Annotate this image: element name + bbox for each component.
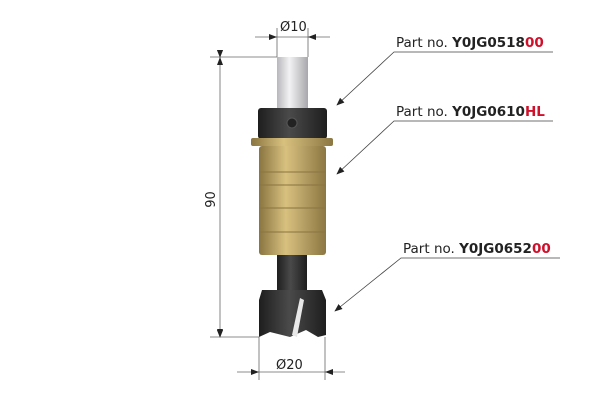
part-label-bit: Part no. Y0JG065200 [403, 241, 551, 257]
length-90-label: 90 [203, 191, 219, 208]
part-label-sleeve: Part no. Y0JG0610HL [396, 104, 545, 120]
part-prefix: Part no. [396, 35, 448, 51]
part-code: Y0JG0610 [452, 104, 525, 120]
part-label-collar: Part no. Y0JG051800 [396, 35, 544, 51]
part-suffix: 00 [531, 241, 551, 257]
brass-flange [251, 138, 333, 146]
part-prefix: Part no. [403, 241, 455, 257]
brass-body [259, 146, 326, 255]
part-suffix: 00 [524, 35, 544, 51]
shaft [277, 57, 308, 109]
diameter-10-label: Ø10 [280, 20, 307, 35]
part-code: Y0JG0518 [452, 35, 525, 51]
diameter-20-label: Ø20 [276, 358, 303, 373]
bit-shank [277, 255, 307, 291]
set-screw-icon [286, 117, 298, 129]
part-code: Y0JG0652 [459, 241, 532, 257]
part-prefix: Part no. [396, 104, 448, 120]
part-suffix: HL [524, 104, 545, 120]
cutter-head [259, 290, 326, 337]
